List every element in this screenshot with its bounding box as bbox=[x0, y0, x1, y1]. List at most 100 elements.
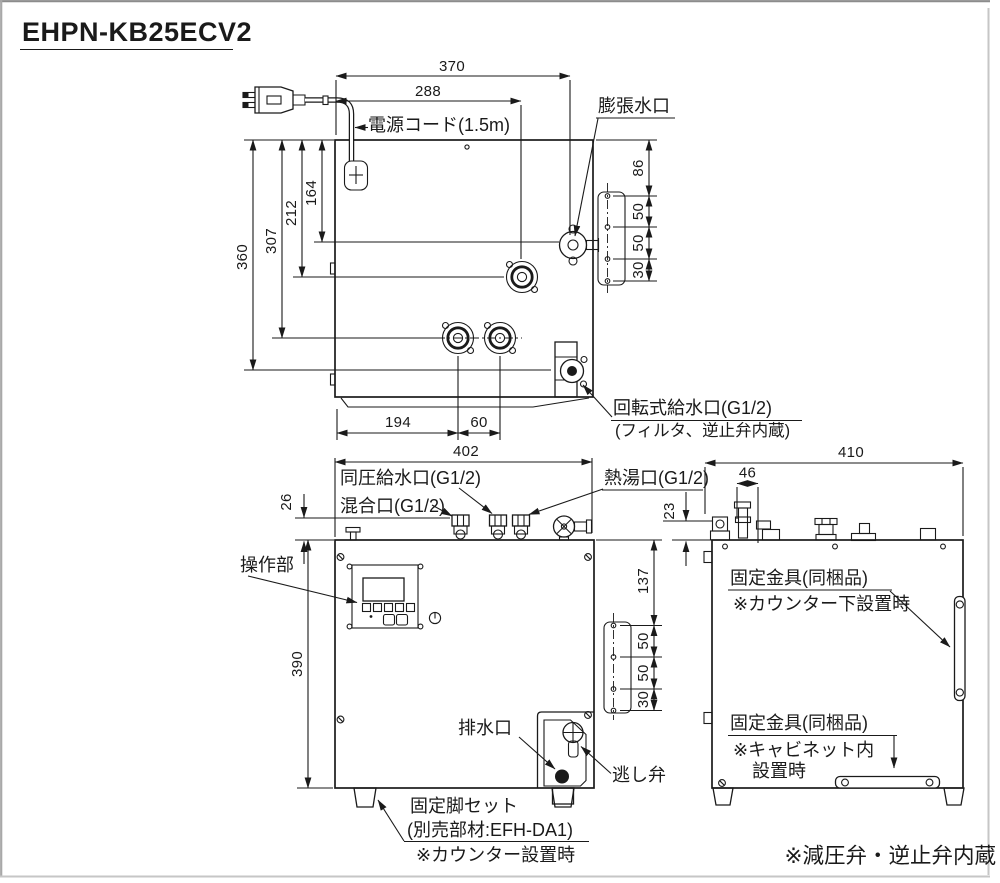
hot-water-port-top-view bbox=[505, 260, 539, 294]
check-valve-assembly bbox=[552, 515, 593, 541]
panel-button bbox=[394, 602, 405, 613]
fixing-legs-label-text: 固定脚セット bbox=[410, 796, 518, 816]
fixing-legs-note-text: ※カウンター設置時 bbox=[416, 845, 575, 865]
dim-402-text: 402 bbox=[453, 443, 479, 460]
hot-water-label: 熱湯口(G1/2) bbox=[528, 468, 709, 516]
dim-50a-text: 50 bbox=[630, 203, 647, 220]
dim-410-text: 410 bbox=[838, 444, 864, 461]
dim-410: 410 bbox=[704, 444, 964, 536]
hot-water-label-text: 熱湯口(G1/2) bbox=[604, 468, 709, 488]
edge-tab bbox=[703, 711, 713, 725]
mount-bracket-front-view bbox=[603, 613, 632, 720]
bracket-cabinet-label-text: 固定金具(同梱品) bbox=[730, 713, 868, 733]
power-cord-label-text: 電源コード(1.5m) bbox=[368, 115, 510, 135]
drain-stub bbox=[551, 787, 575, 805]
dim-137-text: 137 bbox=[635, 568, 652, 594]
dim-212-text: 212 bbox=[283, 200, 300, 226]
top-view-front-edge bbox=[340, 397, 590, 408]
bracket-counter-note-text: ※カウンター下設置時 bbox=[733, 594, 910, 614]
panel-button bbox=[405, 602, 416, 613]
model-title-block: EHPN-KB25ECV2 bbox=[20, 17, 252, 51]
dim-26-text: 26 bbox=[278, 493, 295, 510]
equal-pressure-label-text: 同圧給水口(G1/2) bbox=[340, 468, 481, 488]
expansion-port-label-text: 膨張水口 bbox=[598, 96, 670, 116]
mixing-port-label: 混合口(G1/2) bbox=[340, 496, 453, 517]
dim-26: 26 bbox=[278, 493, 450, 564]
body-screw bbox=[584, 553, 592, 561]
body-screw bbox=[336, 553, 345, 561]
panel-button bbox=[361, 602, 372, 613]
rotary-inlet-valve bbox=[554, 341, 588, 398]
body-screw bbox=[336, 715, 345, 724]
top-screw-dot bbox=[464, 144, 470, 150]
operation-panel bbox=[346, 563, 424, 630]
dim-23-text: 23 bbox=[661, 502, 678, 519]
edge-tab bbox=[703, 550, 713, 564]
right-dims-top-view: 86 50 50 30 bbox=[596, 139, 657, 282]
dim-307-text: 307 bbox=[263, 228, 280, 254]
page-title: EHPN-KB25ECV2 bbox=[22, 17, 252, 47]
dim-86-text: 86 bbox=[630, 159, 647, 176]
mixing-port-label-text: 混合口(G1/2) bbox=[340, 496, 445, 516]
body-screw bbox=[718, 779, 726, 787]
expansion-port-label: 膨張水口 bbox=[573, 96, 675, 237]
power-symbol-icon bbox=[428, 611, 442, 625]
rotary-inlet-label-text: 回転式給水口(G1/2) bbox=[613, 398, 772, 418]
dim-370: 370 bbox=[335, 58, 571, 235]
dim-23: 23 bbox=[661, 492, 712, 566]
dim-370-text: 370 bbox=[439, 58, 465, 75]
dim-50b-text: 50 bbox=[630, 234, 647, 251]
bottom-dims-top-view: 194 60 bbox=[336, 356, 501, 440]
edge-tab bbox=[329, 373, 336, 386]
dim-30-text: 30 bbox=[630, 261, 647, 278]
dim-164-text: 164 bbox=[303, 180, 320, 206]
panel-button bbox=[383, 602, 394, 613]
rotary-inlet-label: 回転式給水口(G1/2) (フィルタ、逆止弁内蔵) bbox=[582, 384, 802, 440]
side-view: 410 46 23 bbox=[661, 444, 966, 806]
operation-panel-label-text: 操作部 bbox=[240, 555, 294, 575]
mixing-port-fitting bbox=[451, 514, 470, 540]
foot bbox=[551, 787, 575, 808]
dim-46-text: 46 bbox=[739, 465, 756, 482]
foot bbox=[712, 787, 734, 806]
top-view: 370 288 電源コード(1.5m) 膨張水口 bbox=[234, 58, 802, 440]
rotary-inlet-note-text: (フィルタ、逆止弁内蔵) bbox=[615, 421, 790, 440]
power-plug bbox=[242, 86, 306, 114]
panel-button bbox=[372, 602, 383, 613]
bracket-cabinet-note1-text: ※キャビネット内 bbox=[733, 740, 874, 760]
dim-60-text: 60 bbox=[470, 414, 487, 431]
power-cord bbox=[305, 95, 355, 163]
operation-panel-label: 操作部 bbox=[240, 555, 358, 604]
relief-valve-label: 逃し弁 bbox=[580, 746, 666, 785]
fixing-legs-label: 固定脚セット (別売部材:EFH-DA1) ※カウンター設置時 bbox=[377, 796, 589, 865]
drain-port bbox=[555, 769, 569, 784]
front-view: 26 390 137 50 5 bbox=[240, 468, 709, 865]
fixing-bracket-bottom bbox=[834, 775, 941, 789]
top-view-body bbox=[334, 139, 594, 398]
relief-valve-label-text: 逃し弁 bbox=[612, 765, 666, 785]
bracket-counter-label-text: 固定金具(同梱品) bbox=[730, 568, 868, 588]
dim-360-text: 360 bbox=[234, 244, 251, 270]
dim-f50b-text: 50 bbox=[635, 664, 652, 681]
panel-display bbox=[362, 577, 405, 602]
dim-390: 390 bbox=[289, 539, 333, 789]
drain-port-label: 排水口 bbox=[458, 718, 556, 770]
footer-note: ※減圧弁・逆止弁内蔵 bbox=[784, 844, 996, 868]
dim-390-text: 390 bbox=[289, 651, 306, 677]
bracket-counter-label: 固定金具(同梱品) ※カウンター下設置時 bbox=[728, 568, 951, 648]
fixing-bracket-side bbox=[953, 595, 966, 702]
panel-button bbox=[382, 613, 396, 626]
dim-288: 288 bbox=[335, 83, 522, 259]
equal-pressure-fitting bbox=[488, 514, 508, 540]
fixing-legs-part-text: (別売部材:EFH-DA1) bbox=[407, 820, 573, 840]
right-dims-front-view: 137 50 50 30 bbox=[596, 539, 662, 712]
dim-46: 46 bbox=[736, 465, 759, 543]
panel-button bbox=[395, 613, 409, 626]
drain-cutout bbox=[536, 711, 594, 805]
dim-288-text: 288 bbox=[415, 83, 441, 100]
foot bbox=[943, 787, 965, 806]
foot bbox=[353, 787, 377, 808]
